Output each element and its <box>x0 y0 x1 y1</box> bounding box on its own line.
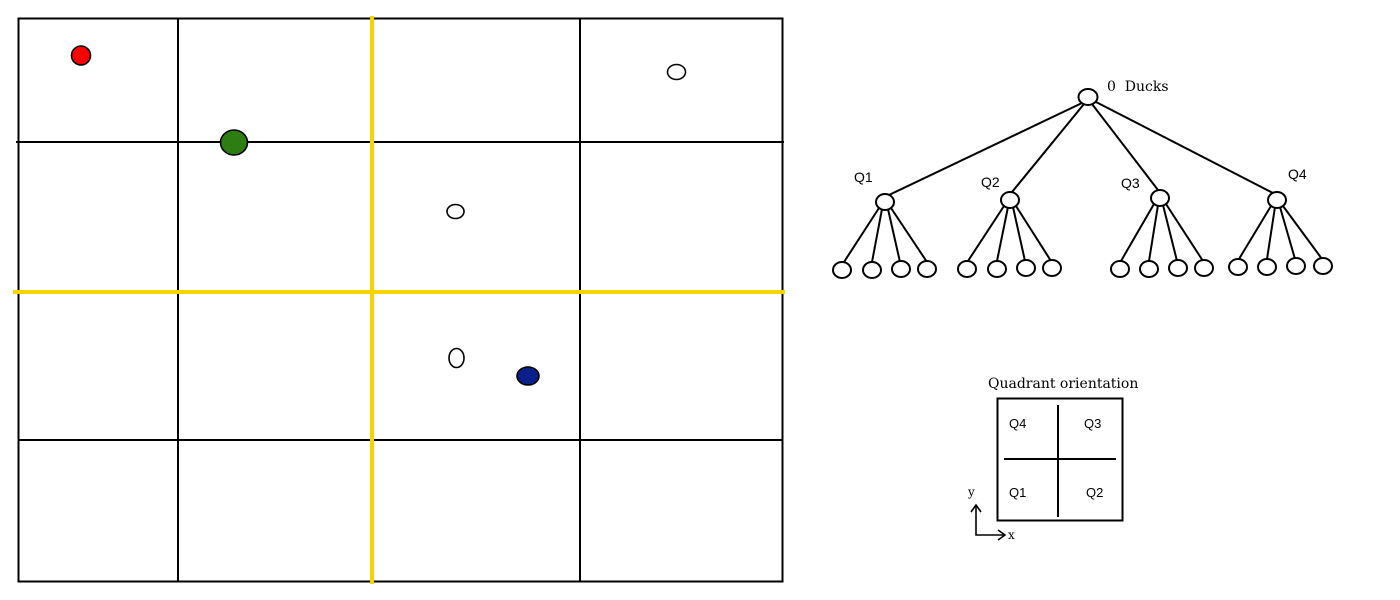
orientation-q-bottom-left: Q1 <box>1009 485 1026 500</box>
tree-label-q4: Q4 <box>1288 166 1307 182</box>
axis-arrows-icon <box>970 503 1007 541</box>
tree-leaf <box>917 260 937 278</box>
tree-leaf <box>957 260 977 278</box>
grid-border <box>17 17 784 583</box>
tree-node-q1 <box>875 193 895 211</box>
orientation-title: Quadrant orientation <box>988 376 1138 392</box>
quadtree-tree <box>832 88 1333 279</box>
tree-root-label: 0 Ducks <box>1107 79 1169 95</box>
orientation-q-top-left: Q4 <box>1009 416 1026 431</box>
tree-node-q3 <box>1150 189 1170 207</box>
tree-leaf <box>1110 260 1130 278</box>
axis-y-label: y <box>967 485 975 499</box>
orientation-q-bottom-right: Q2 <box>1086 485 1103 500</box>
tree-node-q4 <box>1267 191 1287 209</box>
axis-x-label: x <box>1008 528 1015 542</box>
red-duck-point <box>70 45 92 66</box>
empty-point-top-right <box>666 63 687 81</box>
tree-leaf <box>1016 259 1036 277</box>
tree-leaf <box>1286 257 1306 275</box>
tree-leaf <box>1139 260 1159 278</box>
tree-leaf <box>987 260 1007 278</box>
tree-leaf <box>891 260 911 278</box>
quadtree-grid <box>13 16 785 584</box>
tree-root-node <box>1077 88 1099 106</box>
empty-point-center <box>446 203 465 220</box>
tree-leaf <box>1313 257 1333 275</box>
tree-leaf <box>1194 259 1214 277</box>
tree-leaf <box>1042 259 1062 277</box>
tree-leaf <box>1168 259 1188 277</box>
tree-leaf <box>862 261 882 279</box>
orientation-q-top-right: Q3 <box>1084 416 1101 431</box>
tree-leaf <box>832 261 852 279</box>
green-duck-point <box>219 129 249 156</box>
tree-label-q3: Q3 <box>1121 175 1140 191</box>
orientation-box <box>996 397 1124 522</box>
tree-leaf <box>1257 258 1277 276</box>
tree-node-q2 <box>1000 191 1020 209</box>
tree-label-q1: Q1 <box>854 169 873 185</box>
blue-duck-point <box>516 366 540 386</box>
tree-label-q2: Q2 <box>981 174 1000 190</box>
tree-leaf <box>1228 258 1248 276</box>
quadrant-orientation: Quadrant orientation Q4 Q3 Q1 Q2 y x <box>967 376 1138 542</box>
empty-point-lower-center <box>448 347 465 369</box>
